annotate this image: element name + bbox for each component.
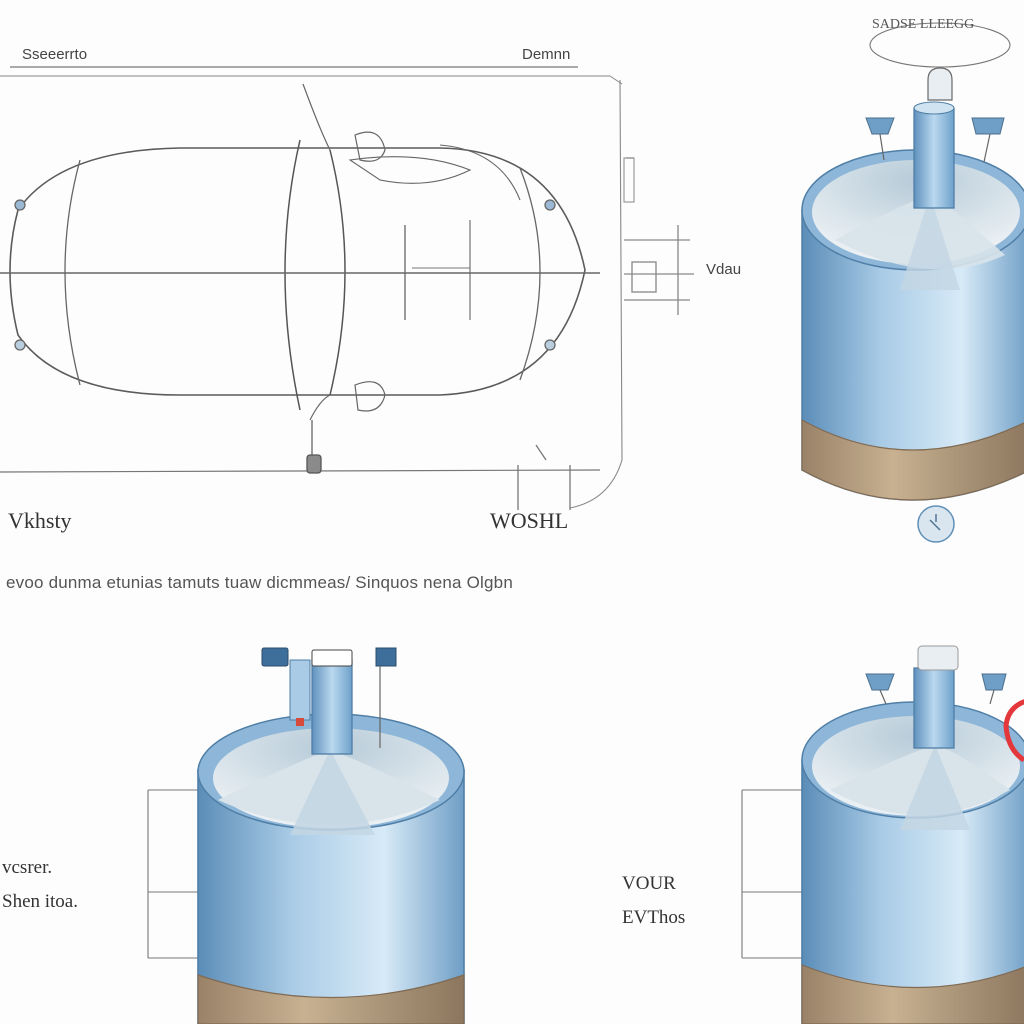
red-hose xyxy=(1003,699,1024,763)
tank-pipe xyxy=(311,659,353,755)
mirror-bottom xyxy=(354,381,386,412)
top-right-label-swirl xyxy=(869,22,1011,68)
tank-bottom-left xyxy=(147,647,465,1024)
bottom-left-label-1: vcsrer. xyxy=(2,857,53,878)
top-right-label: SADSE LLEEGG xyxy=(872,17,975,32)
right-caption-label: WOSHL xyxy=(490,508,569,533)
bottom-right-label-1: VOUR xyxy=(622,873,676,894)
tank-base xyxy=(801,418,1024,501)
mirror-top xyxy=(354,131,386,162)
right-frame-line xyxy=(569,79,623,509)
bottom-left-label-2: Shen itoa. xyxy=(2,891,78,912)
tank-pipe xyxy=(913,667,955,749)
tank-base xyxy=(197,974,465,1024)
tank-top-right xyxy=(801,22,1024,543)
diagram-caption: evoo dunma etunias tamuts tuaw dicmmeas/… xyxy=(6,573,513,592)
top-left-label: Sseeerrto xyxy=(22,46,88,63)
windshield-curve xyxy=(284,139,301,411)
car-technical-drawing xyxy=(0,66,694,510)
top-mid-label: Demnn xyxy=(522,46,571,63)
tank-drain xyxy=(917,505,955,543)
bottom-right-label-2: EVThos xyxy=(622,907,686,928)
left-caption-label: Vkhsty xyxy=(8,508,72,533)
bottom-baseline xyxy=(0,469,601,473)
tank-pipe xyxy=(913,107,955,209)
tank-bottom-right xyxy=(741,645,1024,1024)
car-body-outline xyxy=(9,147,586,396)
tank-base xyxy=(801,964,1024,1024)
side-dimension-label: Vdau xyxy=(706,261,742,278)
